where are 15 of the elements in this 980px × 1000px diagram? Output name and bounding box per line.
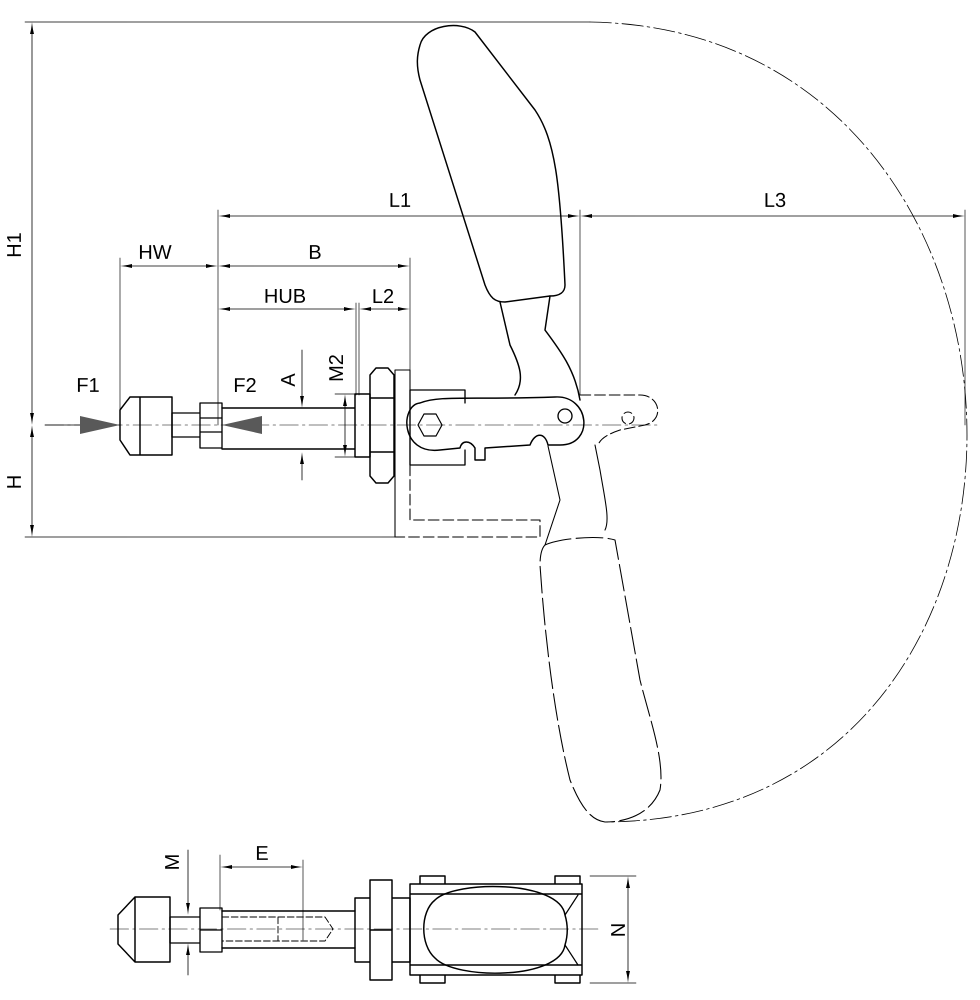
dimension-label: M: [165, 855, 179, 869]
dimension-label: L1: [390, 193, 410, 207]
dimension-label: B: [310, 245, 321, 259]
dimension-label: F1: [78, 378, 99, 392]
dimension-label: L2: [374, 289, 394, 303]
dimension-label: H1: [7, 233, 21, 256]
dimension-label: HUB: [266, 289, 306, 303]
dimension-label: M2: [329, 355, 343, 380]
dimension-label: E: [256, 846, 268, 860]
dimension-label: A: [281, 373, 295, 387]
dimension-label: L3: [766, 192, 786, 208]
dimension-label: H: [7, 476, 21, 488]
dimension-label: HW: [140, 245, 172, 259]
dimension-label: F2: [234, 378, 256, 392]
dimension-label: N: [611, 924, 625, 936]
